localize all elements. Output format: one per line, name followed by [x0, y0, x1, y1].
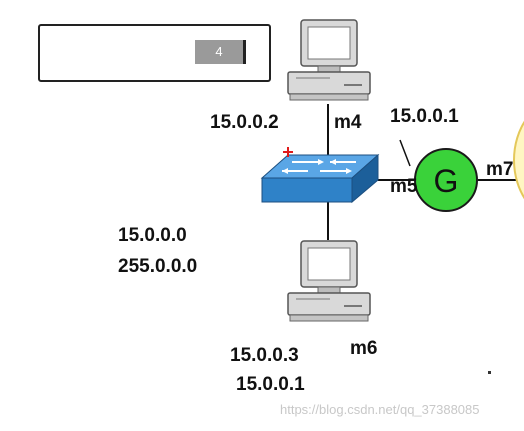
pc-m6-icon	[287, 240, 371, 322]
link-ip-pointer	[399, 139, 411, 167]
m6-ip-label: 15.0.0.3	[230, 345, 299, 366]
m4-ip-label: 15.0.0.2	[210, 112, 279, 133]
m6-port-label: m6	[350, 338, 378, 359]
m4-port-label: m4	[334, 112, 362, 133]
pc-m4-icon	[287, 19, 371, 101]
plus-marker-icon	[283, 147, 293, 157]
stray-dot	[488, 371, 491, 374]
router-port-m5: m5	[390, 176, 418, 197]
watermark-text: https://blog.csdn.net/qq_37388085	[280, 402, 480, 417]
router-g-icon	[414, 148, 478, 212]
network-mask-label: 255.0.0.0	[118, 256, 198, 277]
network-address-label: 15.0.0.0	[118, 225, 187, 246]
router-port-m7: m7	[486, 159, 514, 180]
ip-input-box[interactable]: 4	[38, 24, 271, 82]
input-value: 4	[195, 40, 246, 64]
right-node-partial	[513, 120, 524, 200]
router-letter: G	[434, 163, 459, 199]
router-ip-label: 15.0.0.1	[390, 106, 459, 127]
m6-gateway-label: 15.0.0.1	[236, 374, 305, 395]
switch-icon	[260, 153, 380, 204]
